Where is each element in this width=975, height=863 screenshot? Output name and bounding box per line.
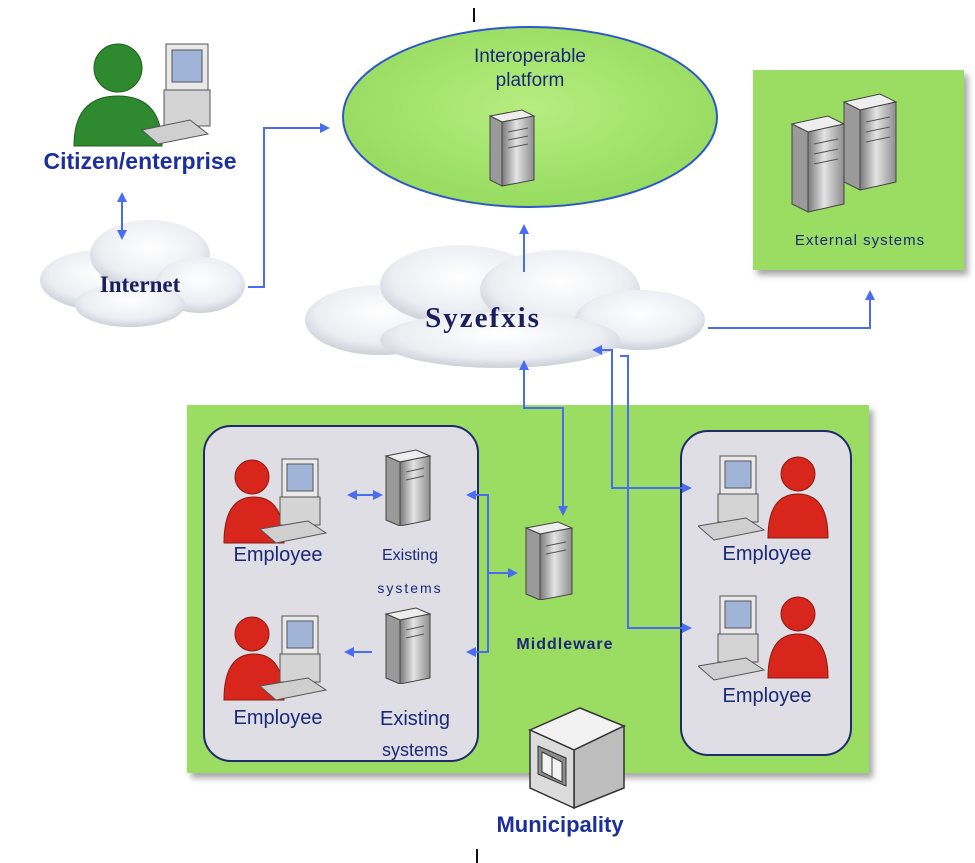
- person-green-icon: [73, 43, 211, 147]
- employee-label-bottom-right: Employee: [722, 685, 812, 707]
- syzefxis-label: Syzefxis: [425, 302, 541, 334]
- person-red-icon: [698, 595, 829, 681]
- syzefxis-cloud: [305, 245, 705, 368]
- person-red-icon: [223, 458, 328, 544]
- platform-label-line2: platform: [495, 70, 565, 91]
- internet-cloud: [40, 220, 245, 327]
- employee-label-top-right: Employee: [722, 543, 812, 565]
- municipality-label: Municipality: [496, 812, 624, 837]
- person-red-icon: [698, 455, 829, 541]
- server-icon: [384, 449, 432, 526]
- arrow-heads: [117, 123, 875, 657]
- server-icon: [488, 109, 536, 187]
- existing-systems-label-bottom-line2: systems: [381, 740, 448, 760]
- internet-label: Internet: [99, 272, 181, 297]
- server-icon: [524, 521, 574, 600]
- citizen-enterprise-label: Citizen/enterprise: [43, 148, 237, 174]
- external-systems-label: External systems: [794, 232, 926, 249]
- remote-employees-panel: [680, 430, 852, 756]
- existing-systems-label-top-line1: Existing: [381, 547, 439, 564]
- connector-arrows: [121, 127, 871, 653]
- server-icon: [842, 93, 898, 191]
- existing-systems-label-bottom-line1: Existing: [379, 708, 451, 730]
- person-red-icon: [223, 615, 328, 701]
- employee-label-top-left: Employee: [233, 544, 323, 566]
- municipality-building-icon: [528, 707, 626, 810]
- server-icon: [384, 607, 432, 684]
- server-icon: [790, 115, 846, 213]
- middleware-label: Middleware: [516, 636, 614, 653]
- platform-label-line1: Interoperable: [474, 46, 586, 67]
- existing-systems-label-top-line2: systems: [377, 580, 443, 596]
- employee-label-bottom-left: Employee: [233, 707, 323, 729]
